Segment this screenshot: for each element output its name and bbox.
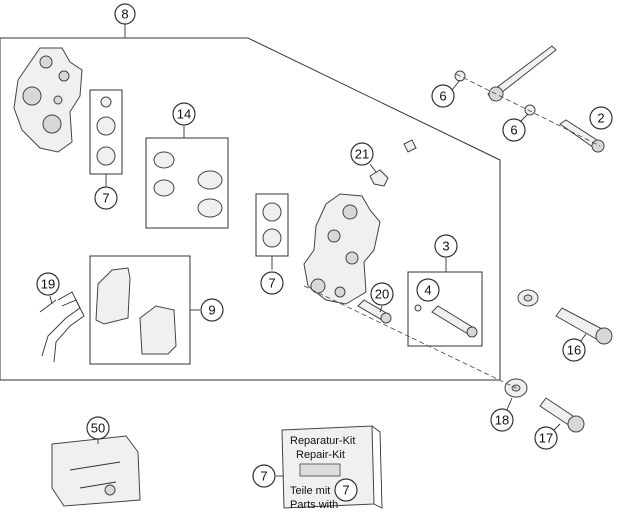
callout-4: 4 <box>416 278 440 302</box>
callout-9: 9 <box>200 298 224 322</box>
callout-14: 14 <box>172 102 196 126</box>
repair-kit-line-4: Parts with <box>290 499 338 511</box>
svg-text:21: 21 <box>355 147 369 162</box>
callout-6a-leader <box>451 79 461 91</box>
repair-kit-line-1: Reparatur-Kit <box>290 435 355 447</box>
dashed-axis-lower <box>303 285 517 389</box>
svg-text:18: 18 <box>495 413 509 428</box>
bolt-16 <box>555 307 613 345</box>
callout-21-leader <box>369 163 377 173</box>
svg-text:8: 8 <box>121 7 128 22</box>
svg-text:9: 9 <box>208 303 215 318</box>
axle-pin-assembly <box>454 45 605 153</box>
caliper-body-left <box>13 47 83 153</box>
svg-text:3: 3 <box>442 239 449 254</box>
callout-7d: 7 <box>334 478 358 502</box>
callout-19: 19 <box>36 272 60 296</box>
grease-pack-50 <box>51 435 141 507</box>
callout-6b: 6 <box>502 118 526 142</box>
callout-7a: 7 <box>94 186 118 210</box>
brake-pads <box>95 267 177 355</box>
bolt-17 <box>539 397 585 433</box>
callout-19-leader <box>49 295 53 305</box>
pad-spring-clip <box>39 291 85 363</box>
svg-text:14: 14 <box>177 107 191 122</box>
bleeder-valve <box>369 139 417 187</box>
pistons <box>153 151 223 218</box>
seal-rings-top <box>96 96 116 166</box>
pin-bolt-20 <box>357 299 392 324</box>
svg-text:19: 19 <box>41 277 55 292</box>
callout-6b-leader <box>519 113 529 123</box>
svg-text:17: 17 <box>539 431 553 446</box>
seal-rings-mid <box>262 202 282 248</box>
svg-text:4: 4 <box>424 283 431 298</box>
svg-text:2: 2 <box>597 111 604 126</box>
callout-20-leader <box>379 305 383 313</box>
caliper-body-center <box>303 193 381 305</box>
piston-set-14-box <box>145 137 229 229</box>
callout-20: 20 <box>370 282 394 306</box>
callout-6a: 6 <box>431 84 455 108</box>
callout-18: 18 <box>490 408 514 432</box>
callout-2: 2 <box>589 106 613 130</box>
callout-21: 21 <box>350 142 374 166</box>
svg-text:16: 16 <box>567 343 581 358</box>
callout-16: 16 <box>562 338 586 362</box>
svg-text:7: 7 <box>260 469 267 484</box>
svg-text:6: 6 <box>439 89 446 104</box>
dashed-axis-top <box>455 73 601 147</box>
washer-right <box>517 289 539 307</box>
pin-kit-3-box <box>407 271 483 347</box>
svg-text:7: 7 <box>268 276 275 291</box>
guide-pin-kit <box>414 304 478 338</box>
svg-text:50: 50 <box>91 421 105 436</box>
callout-7b: 7 <box>260 271 284 295</box>
callout-50: 50 <box>86 416 110 440</box>
repair-kit-line-3: Teile mit <box>290 485 330 497</box>
svg-text:7: 7 <box>102 191 109 206</box>
svg-text:20: 20 <box>375 287 389 302</box>
callout-7c: 7 <box>252 464 276 488</box>
svg-text:7: 7 <box>342 483 349 498</box>
callout-17-leader <box>553 423 561 431</box>
repair-kit-line-2: Repair-Kit <box>296 449 345 461</box>
callout-8: 8 <box>114 3 136 25</box>
callout-16-leader <box>579 333 587 343</box>
callout-3: 3 <box>434 234 458 258</box>
callout-17: 17 <box>534 426 558 450</box>
svg-text:6: 6 <box>510 123 517 138</box>
